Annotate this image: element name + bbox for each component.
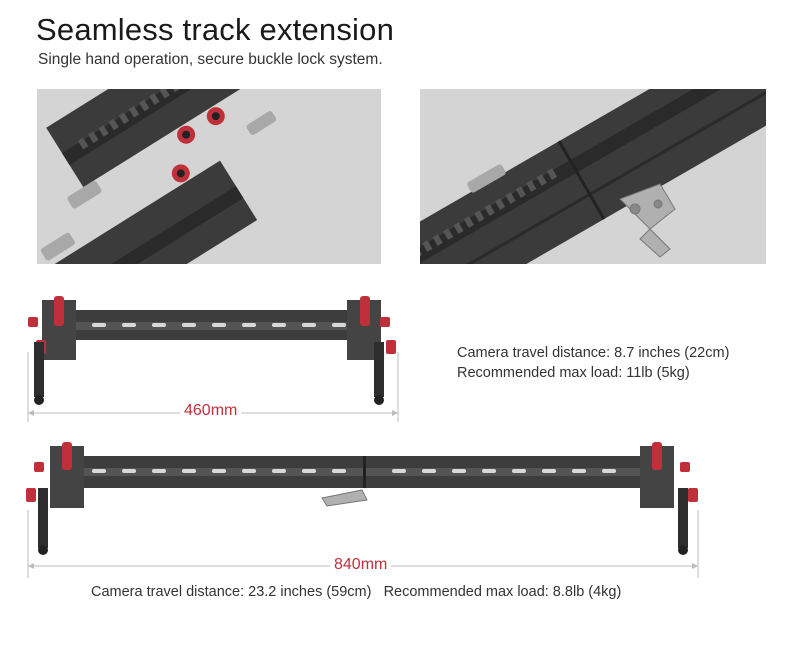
long-slider-specs: Camera travel distance: 23.2 inches (59c… xyxy=(91,582,621,602)
long-slider-length-label: 840mm xyxy=(330,556,392,574)
short-slider-travel: Camera travel distance: 8.7 inches (22cm… xyxy=(457,345,730,361)
slider-460mm-illustration xyxy=(22,292,408,422)
page-subtitle: Single hand operation, secure buckle loc… xyxy=(38,51,383,68)
page-title: Seamless track extension xyxy=(36,12,395,47)
slider-840mm-illustration xyxy=(22,440,702,580)
short-slider-length-label: 460mm xyxy=(180,402,242,420)
buckle-lock-closeup-photo xyxy=(420,89,766,264)
long-slider-max-load: Recommended max load: 8.8lb (4kg) xyxy=(383,584,622,600)
long-slider-travel: Camera travel distance: 23.2 inches (59c… xyxy=(91,584,372,600)
short-slider-specs: Camera travel distance: 8.7 inches (22cm… xyxy=(457,343,729,383)
track-joint-closeup-photo xyxy=(37,89,381,264)
short-slider-max-load: Recommended max load: 11lb (5kg) xyxy=(457,365,690,381)
